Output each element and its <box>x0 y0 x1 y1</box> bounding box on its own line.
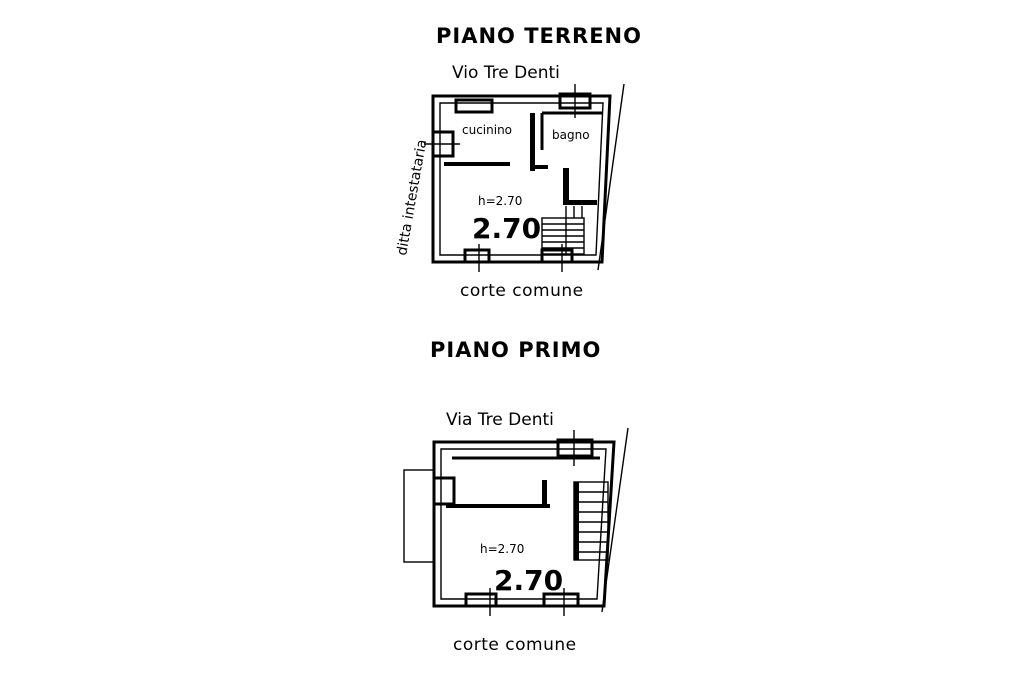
ground-floor-height-number: 2.70 <box>472 212 541 245</box>
first-floor-partition-vertical <box>542 480 547 508</box>
first-floor-balcony <box>403 469 435 563</box>
first-floor-window-top <box>556 438 594 458</box>
ground-floor-inner-wall <box>439 102 604 256</box>
first-floor-window-bottom-left <box>464 592 498 608</box>
first-floor-height-number: 2.70 <box>494 564 563 597</box>
ground-floor-bathroom-wall <box>540 111 602 150</box>
ground-floor-partition-horizontal <box>444 162 510 166</box>
ground-floor-window-bottom-right <box>540 248 574 264</box>
ground-floor-stairs <box>541 206 585 255</box>
first-floor-title: PIANO PRIMO <box>430 338 601 362</box>
ground-floor-outer-wall <box>431 94 612 264</box>
ground-floor-height-label: h=2.70 <box>478 194 522 208</box>
ground-floor-window-bottom-left <box>463 248 491 264</box>
ground-floor-window-top-left <box>454 98 494 114</box>
ground-floor-bathroom-wall-lower <box>563 168 569 204</box>
first-floor-window-left <box>432 476 456 506</box>
ground-floor-side-label: ditta intestataria <box>394 138 430 256</box>
first-floor-street-label: Via Tre Denti <box>446 410 554 430</box>
first-floor-plan: PIANO PRIMO Via Tre Denti <box>403 338 629 655</box>
first-floor-window-bottom-right <box>542 592 580 608</box>
ground-floor-partition-vertical <box>530 113 535 171</box>
ground-floor-partition-stub <box>530 165 548 169</box>
first-floor-outer-wall <box>432 440 616 608</box>
first-floor-height-label: h=2.70 <box>480 542 524 556</box>
ground-floor-court-label: corte comune <box>460 281 584 301</box>
ground-floor-title: PIANO TERRENO <box>436 24 642 48</box>
first-floor-inner-wall <box>440 448 607 600</box>
ground-floor-bathroom-wall-bottom <box>563 200 597 205</box>
first-floor-partition-horizontal <box>446 504 550 508</box>
ground-floor-room-kitchen: cucinino <box>462 123 512 137</box>
ground-floor-plan: PIANO TERRENO Vio Tre Denti <box>394 24 642 301</box>
ground-floor-street-label: Vio Tre Denti <box>452 63 560 83</box>
first-floor-court-label: corte comune <box>453 635 577 655</box>
ground-floor-room-bathroom: bagno <box>552 128 590 142</box>
first-floor-stairs <box>573 481 609 561</box>
